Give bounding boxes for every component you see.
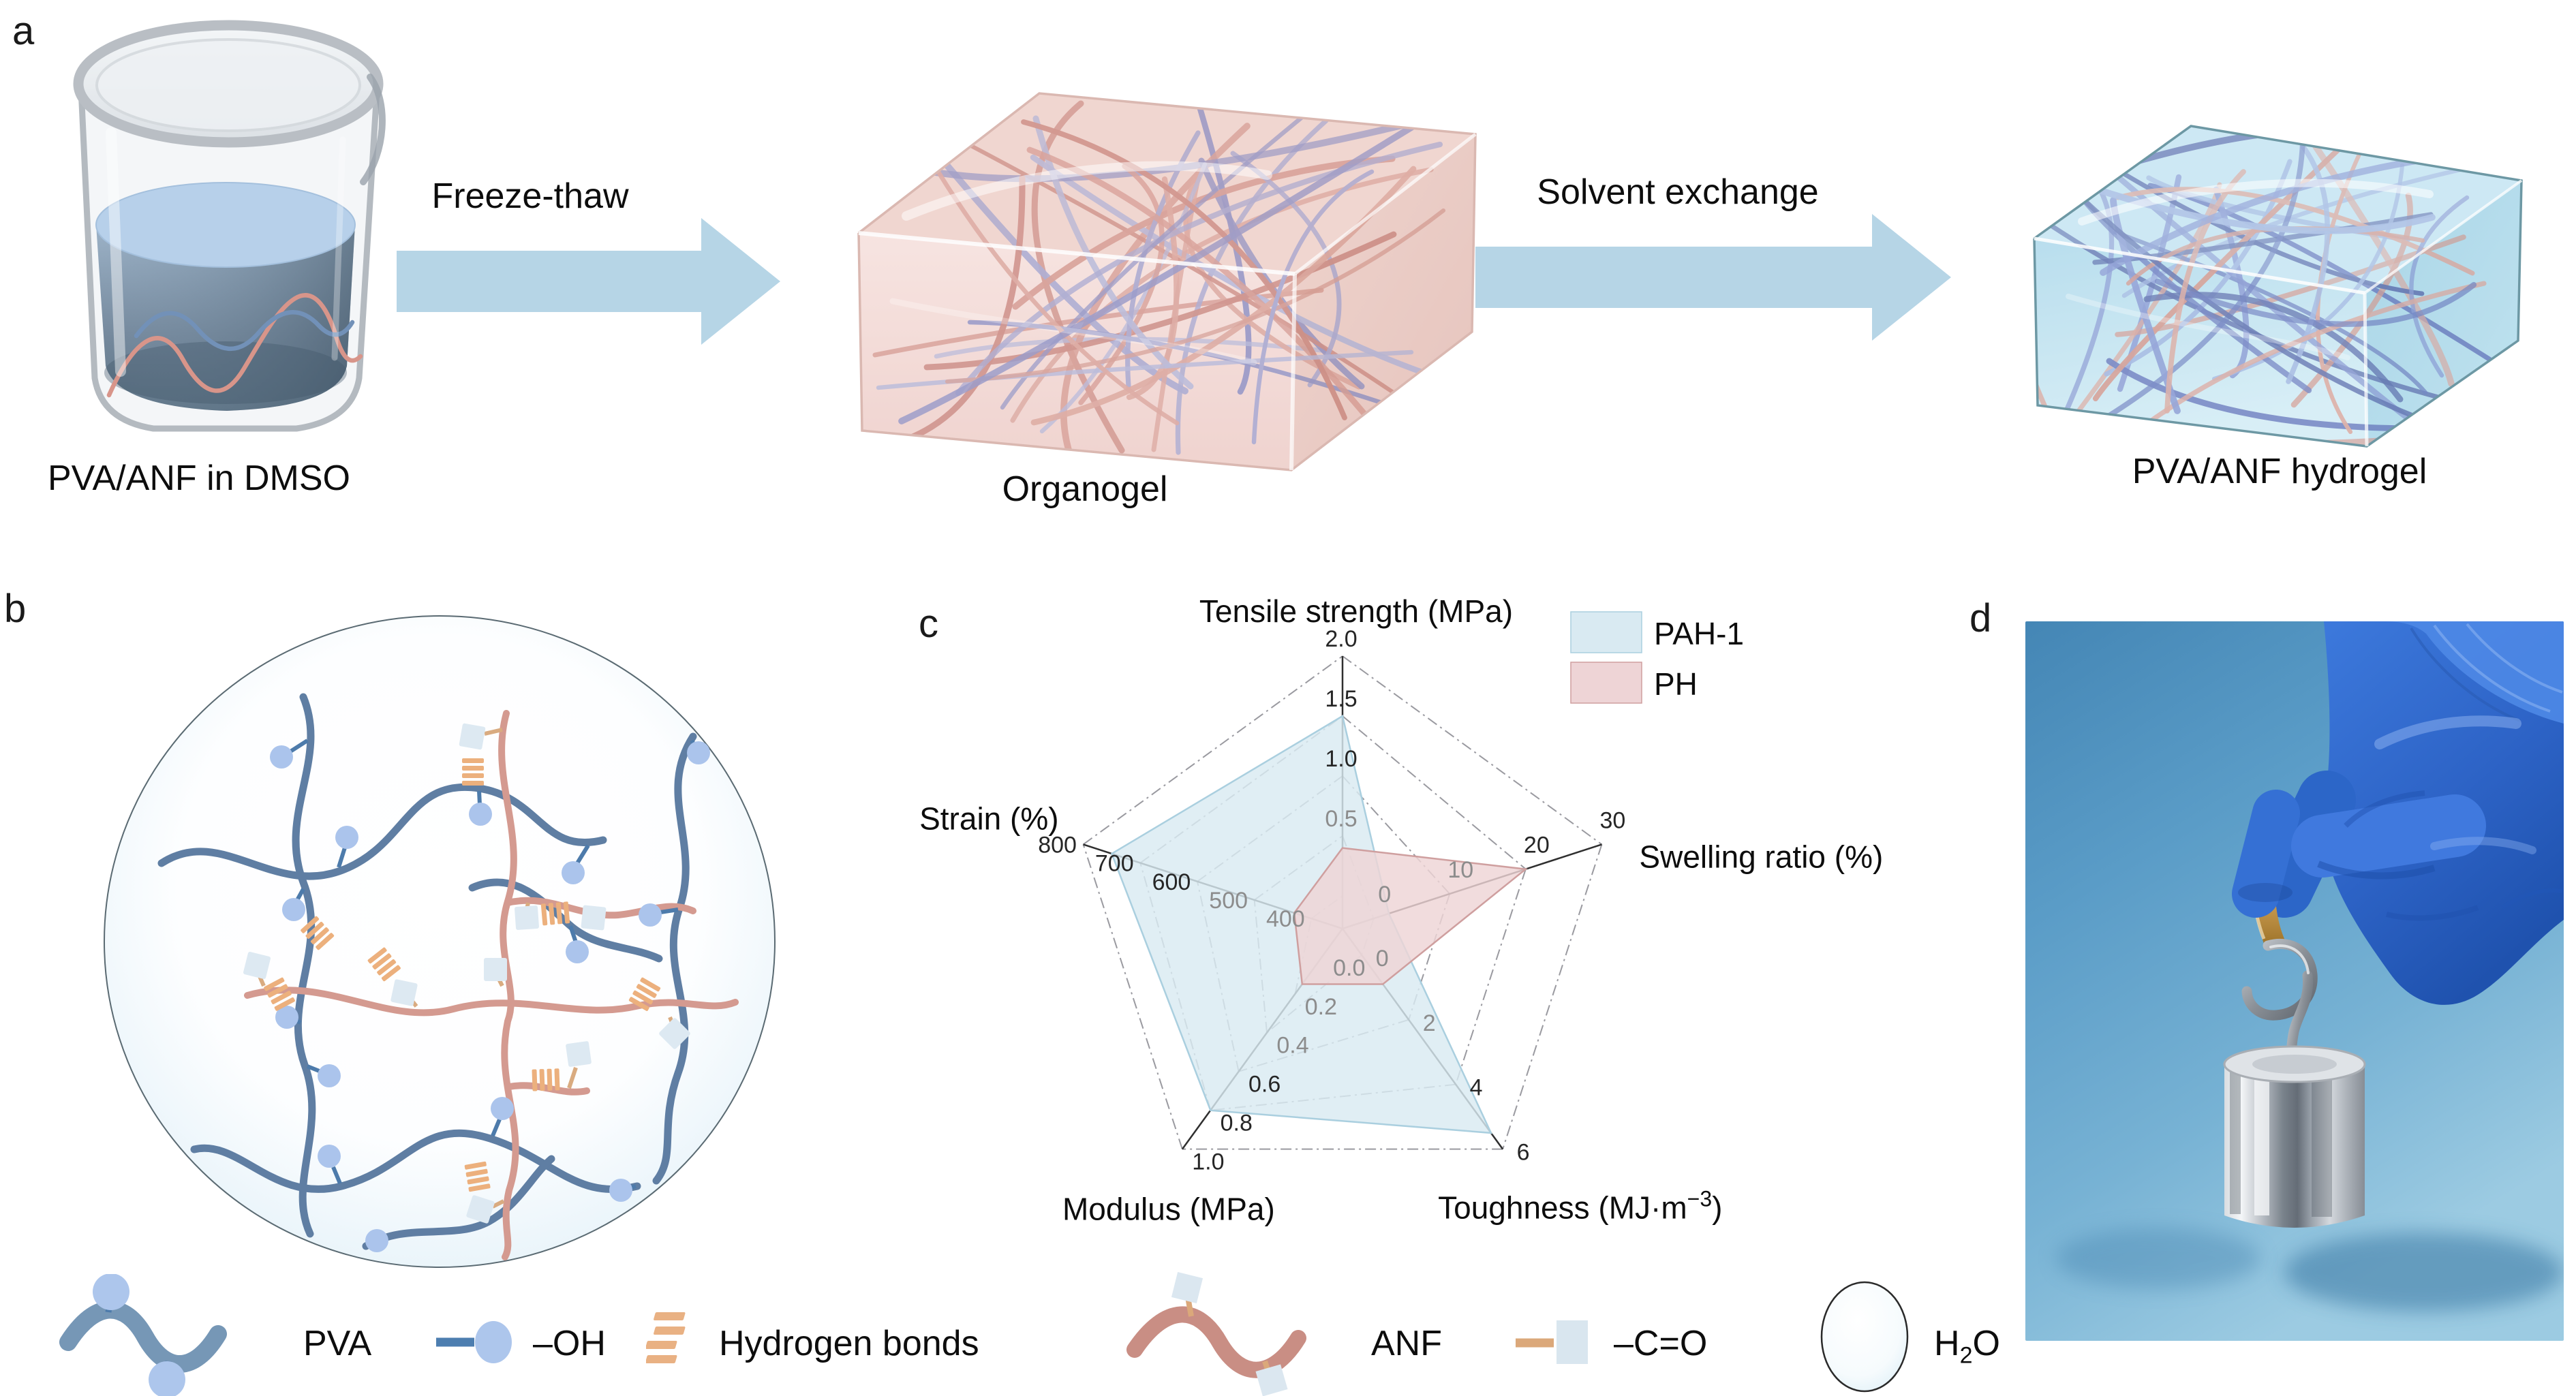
hydrogen-bond-icon (646, 1312, 686, 1363)
legend-swatch-PAH-1 (1570, 611, 1642, 653)
anf-label: ANF (1371, 1324, 1442, 1363)
hydroxyl-icon (436, 1321, 512, 1363)
radar-axis-titles: Tensile strength (MPa) Swelling ratio (%)… (919, 593, 1883, 1227)
water-swollen-network (104, 615, 776, 1268)
hydrogel-illustration (2033, 125, 2523, 448)
svg-text:6: 6 (1517, 1140, 1530, 1166)
water-label: H2O (1934, 1324, 2000, 1369)
arrow-right-icon (397, 218, 780, 345)
glove-thumb (2291, 794, 2486, 878)
svg-text:700: 700 (1095, 851, 1134, 877)
svg-text:800: 800 (1038, 832, 1077, 858)
svg-text:400: 400 (1266, 906, 1305, 932)
svg-text:Modulus (MPa): Modulus (MPa) (1062, 1192, 1275, 1227)
svg-text:1.0: 1.0 (1192, 1149, 1224, 1175)
svg-text:20: 20 (1524, 833, 1550, 858)
beaker-spout (360, 74, 386, 185)
weight-shadow (2284, 1232, 2564, 1312)
svg-text:600: 600 (1152, 869, 1191, 895)
organogel-caption: Organogel (1002, 469, 1168, 509)
hydrogel-photo-scene (2025, 621, 2564, 1341)
svg-text:10: 10 (1447, 857, 1473, 883)
svg-text:500: 500 (1209, 888, 1248, 914)
radar-tick-labels: 0.5 1.0 1.5 2.0 0 10 20 30 0 2 4 6 0.0 0.2 0.4 0.6 0.8 1.… (1038, 626, 1625, 1175)
beaker-illustration (73, 20, 386, 432)
svg-text:0.2: 0.2 (1305, 994, 1337, 1020)
freeze-thaw-label: Freeze-thaw (431, 176, 629, 216)
panel-a-label: a (12, 9, 35, 53)
glove-index-finger (2232, 790, 2300, 918)
svg-text:Toughness (MJ·m−3): Toughness (MJ·m−3) (1438, 1187, 1722, 1226)
radar-legend: PAH-1PH (1570, 611, 1744, 704)
legend-swatch-PH (1570, 662, 1642, 704)
svg-text:0: 0 (1376, 946, 1389, 972)
svg-text:0: 0 (1378, 882, 1391, 908)
co-groups (243, 723, 690, 1224)
panel-b-label: b (4, 587, 27, 631)
oh-groups (270, 741, 710, 1252)
svg-text:0.0: 0.0 (1333, 955, 1365, 981)
svg-text:Swelling ratio (%): Swelling ratio (%) (1639, 839, 1883, 874)
pva-chains (157, 693, 697, 1250)
svg-text:Strain (%): Strain (%) (919, 801, 1058, 836)
solvent-exchange-arrow (1475, 214, 1951, 341)
organogel-illustration (857, 92, 1477, 471)
pva-label: PVA (303, 1324, 372, 1363)
freeze-thaw-arrow (397, 218, 780, 345)
anf-chain-icon (1126, 1271, 1306, 1396)
panel-d-label: d (1969, 596, 1992, 640)
pva-strand-in-solution (134, 310, 355, 351)
solvent-exchange-label: Solvent exchange (1537, 172, 1819, 212)
legend-label-PAH-1: PAH-1 (1654, 616, 1744, 651)
radar-series-PH (1293, 847, 1528, 985)
arrow-right-icon (1475, 214, 1951, 341)
panel-c-label: c (919, 602, 938, 646)
hydrogel-caption: PVA/ANF hydrogel (2132, 452, 2427, 491)
svg-text:Tensile strength (MPa): Tensile strength (MPa) (1199, 593, 1513, 629)
network-circle-illustration (104, 615, 776, 1268)
oh-label: –OH (533, 1324, 606, 1363)
svg-text:2.0: 2.0 (1325, 626, 1357, 652)
svg-text:1.5: 1.5 (1325, 686, 1357, 712)
svg-text:0.6: 0.6 (1248, 1072, 1281, 1098)
pva-chain-icon (59, 1274, 227, 1396)
legend-label-PH: PH (1654, 666, 1698, 702)
co-label: –C=O (1614, 1324, 1708, 1363)
beaker-caption: PVA/ANF in DMSO (47, 459, 351, 498)
hydrogen-bonds-label: Hydrogen bonds (719, 1324, 979, 1363)
svg-text:0.5: 0.5 (1325, 806, 1357, 832)
glove-fingers (2232, 715, 2563, 921)
beaker-rim (73, 20, 384, 148)
hydrogel-photo (2025, 621, 2564, 1341)
svg-text:2: 2 (1423, 1010, 1436, 1036)
svg-text:1.0: 1.0 (1325, 746, 1357, 772)
hydrogen-bonds (264, 758, 661, 1192)
carbonyl-icon (1516, 1320, 1588, 1364)
liquid-surface (95, 182, 356, 268)
svg-text:30: 30 (1600, 807, 1626, 833)
svg-text:0.8: 0.8 (1221, 1111, 1253, 1136)
svg-text:4: 4 (1470, 1075, 1483, 1101)
water-icon (1820, 1281, 1909, 1393)
svg-text:0.4: 0.4 (1276, 1033, 1308, 1059)
radar-chart: 0.5 1.0 1.5 2.0 0 10 20 30 0 2 4 6 0.0 0.2 0.4 0.6 0.8 1.… (919, 593, 1883, 1227)
metal-weight (2223, 1045, 2366, 1228)
